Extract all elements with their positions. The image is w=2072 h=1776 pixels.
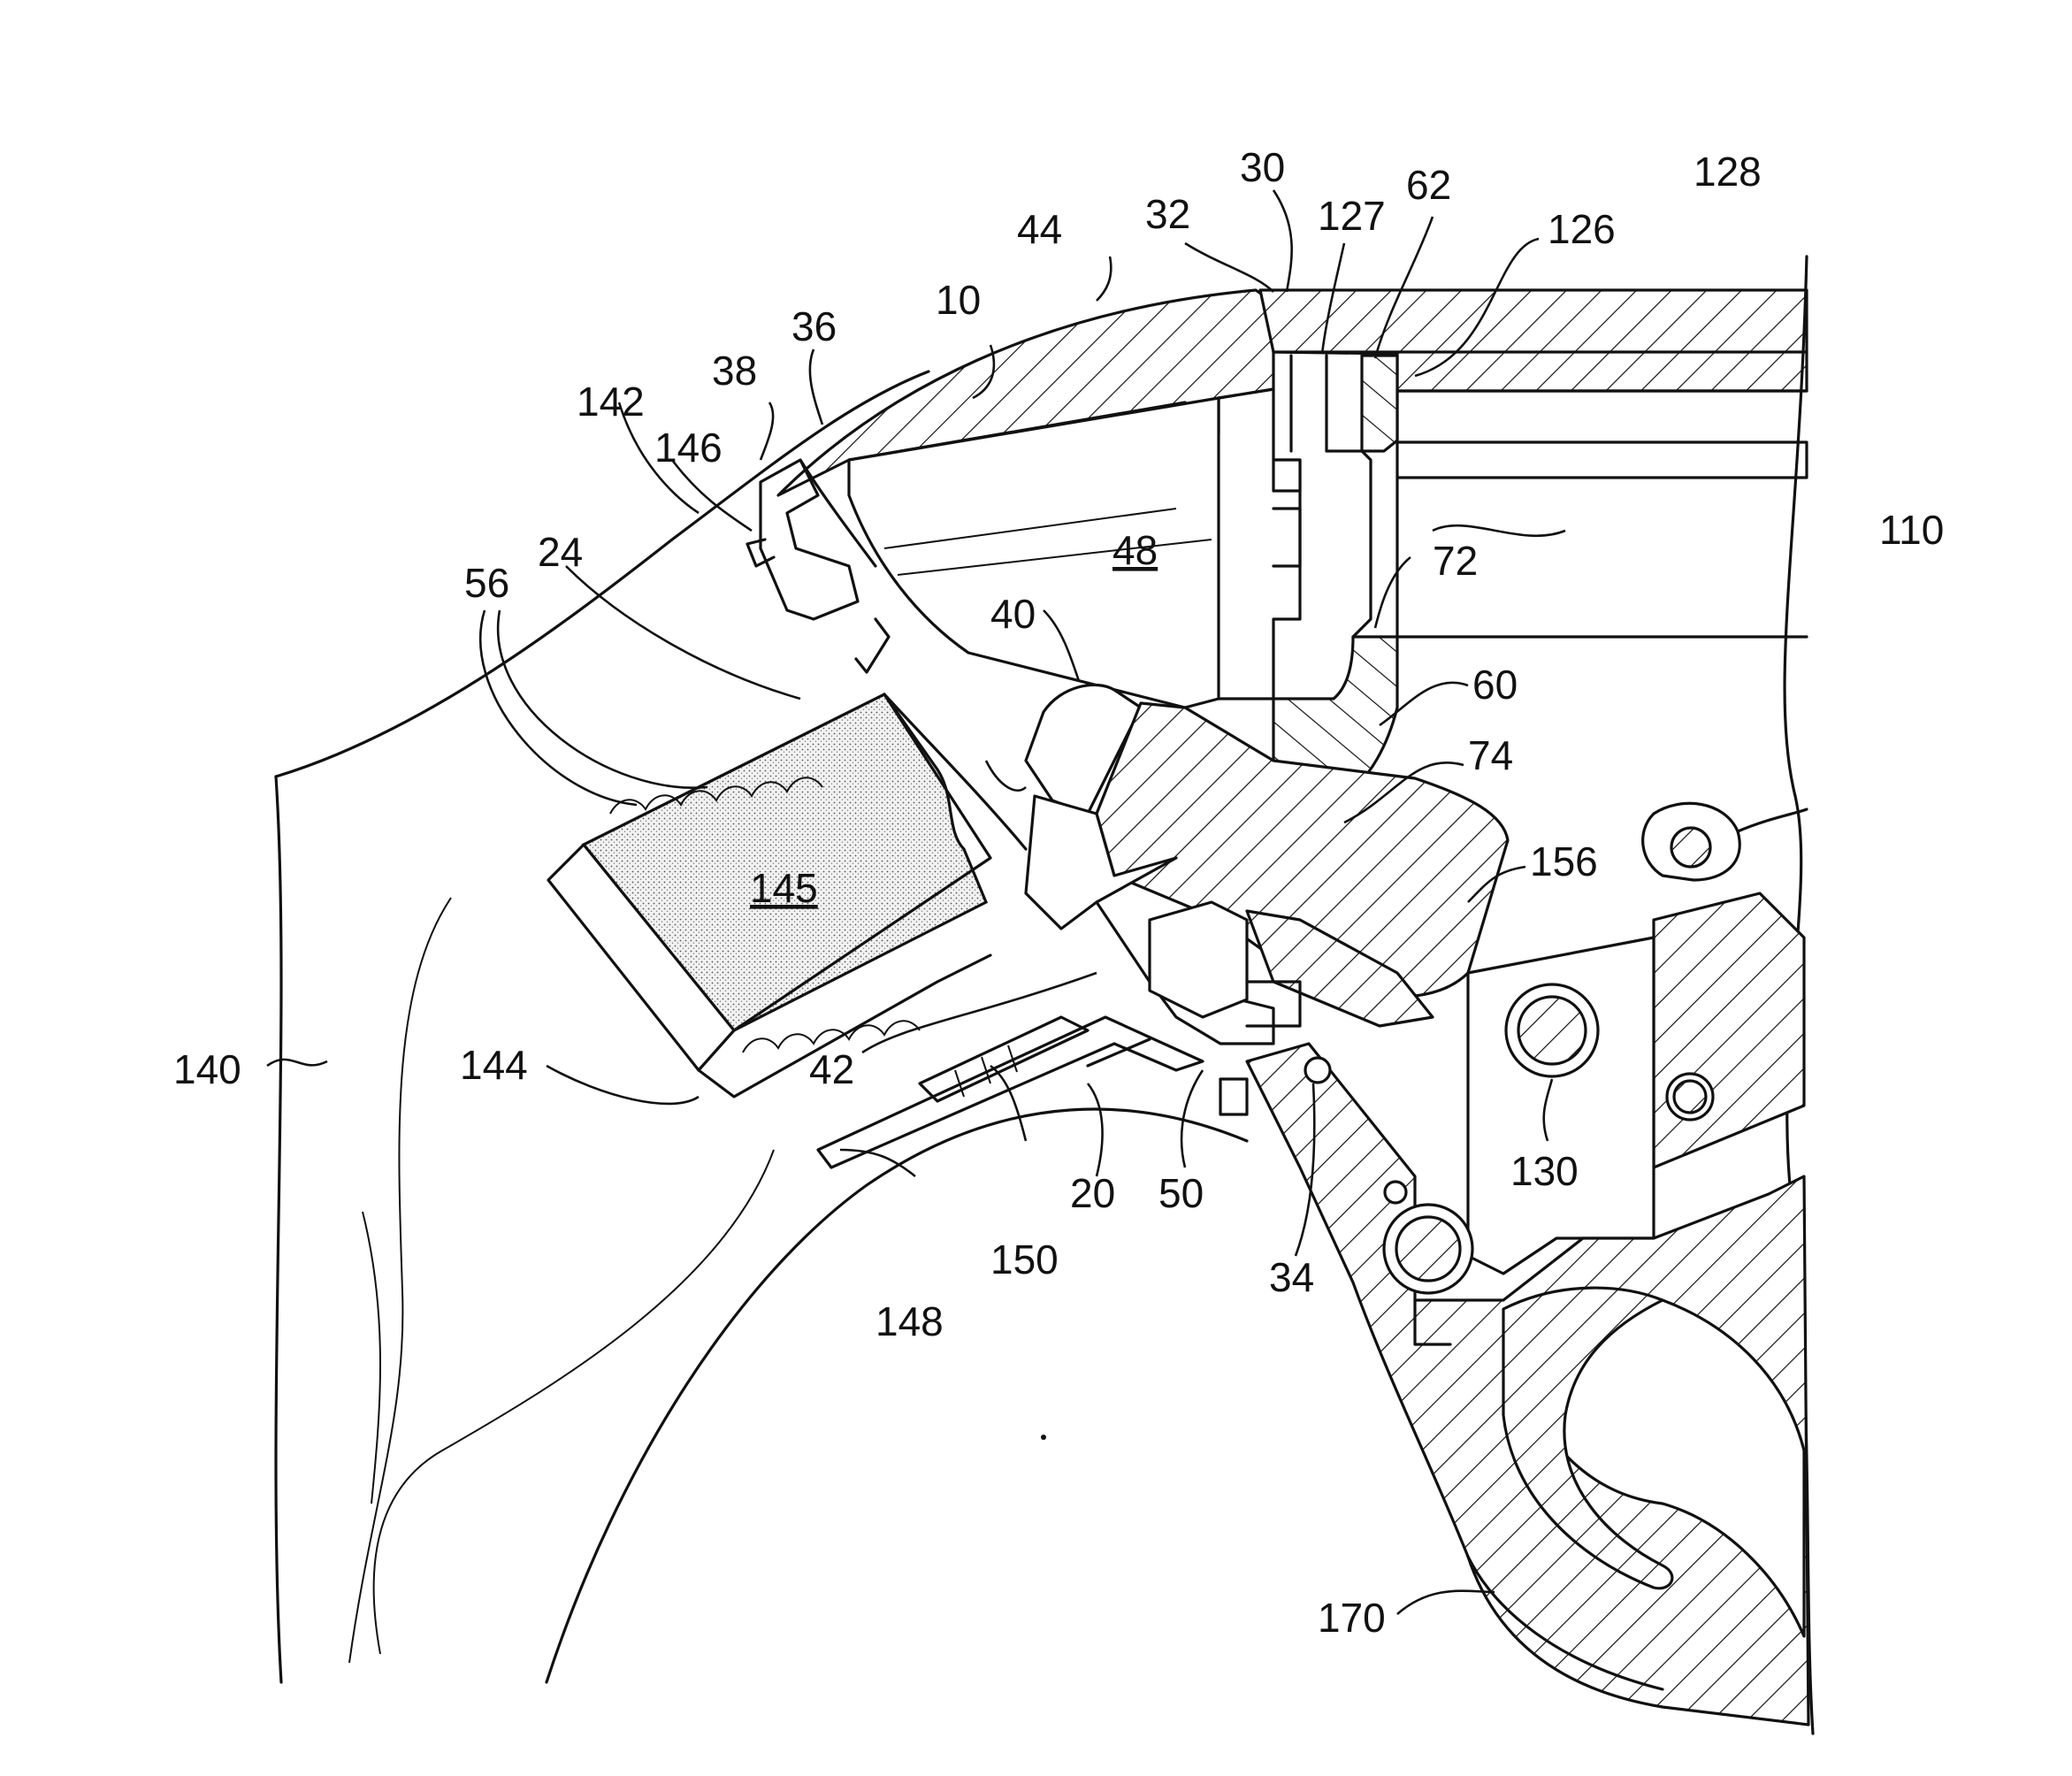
stray-dot: [1041, 1435, 1046, 1440]
label-60: 60: [1472, 662, 1518, 708]
latch-36: [761, 460, 858, 619]
pivot-130: [1518, 997, 1586, 1064]
label-40: 40: [990, 591, 1036, 637]
label-140: 140: [173, 1046, 241, 1092]
label-48: 48: [1112, 527, 1158, 573]
label-72: 72: [1433, 538, 1478, 584]
top-plate: [1260, 290, 1807, 391]
label-44: 44: [1017, 206, 1062, 252]
label-36: 36: [791, 303, 837, 349]
seal-62: [1362, 356, 1397, 451]
label-127: 127: [1318, 193, 1386, 239]
label-42: 42: [809, 1046, 854, 1092]
label-146: 146: [654, 425, 723, 471]
trigger-pin: [1396, 1217, 1460, 1281]
label-24: 24: [538, 529, 583, 575]
label-156: 156: [1530, 838, 1598, 884]
label-128: 128: [1694, 149, 1762, 195]
label-20: 20: [1070, 1170, 1115, 1216]
pin-small: [1385, 1182, 1406, 1203]
label-144: 144: [460, 1042, 528, 1088]
label-56: 56: [464, 560, 509, 606]
label-74: 74: [1468, 732, 1513, 778]
label-126: 126: [1548, 206, 1616, 252]
label-10: 10: [936, 277, 981, 323]
label-130: 130: [1510, 1148, 1579, 1194]
label-30: 30: [1240, 144, 1285, 190]
label-150: 150: [990, 1236, 1059, 1282]
right-bracket: [1654, 893, 1804, 1167]
label-32: 32: [1145, 191, 1190, 237]
upper-pin: [1671, 828, 1710, 867]
label-50: 50: [1158, 1170, 1204, 1216]
label-34: 34: [1269, 1254, 1314, 1300]
label-142: 142: [577, 379, 645, 425]
label-170: 170: [1318, 1595, 1386, 1641]
label-148: 148: [875, 1298, 944, 1344]
label-62: 62: [1406, 162, 1451, 208]
label-38: 38: [712, 348, 757, 394]
label-145: 145: [750, 865, 818, 911]
label-110: 110: [1879, 507, 1944, 553]
pin-34: [1305, 1058, 1330, 1083]
